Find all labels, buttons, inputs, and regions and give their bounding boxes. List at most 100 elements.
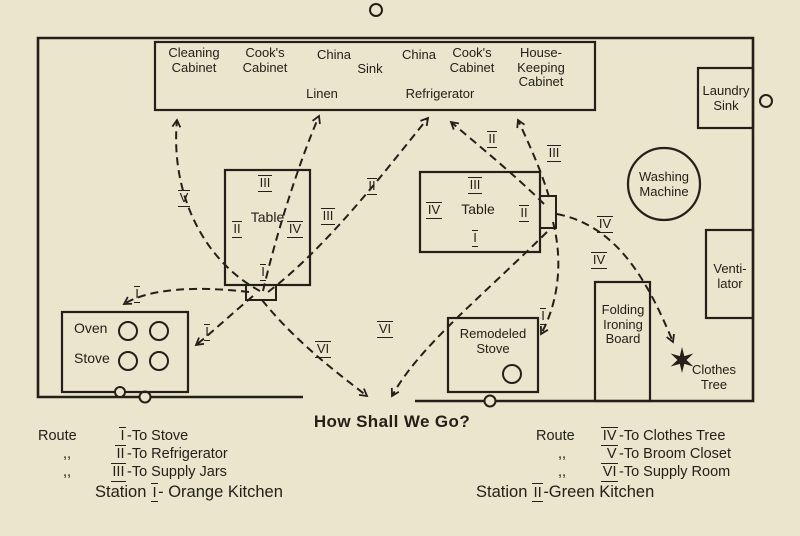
roman-numeral: IV: [287, 221, 303, 238]
station-2-label: Station II-Green Kitchen: [476, 483, 655, 503]
burner-circle: [118, 321, 138, 341]
route-marker-v: V: [174, 190, 194, 207]
legend-text: -To Supply Jars: [127, 464, 227, 480]
oven-label: Oven: [74, 320, 108, 336]
roman-numeral: III: [110, 463, 126, 482]
cleaning-cabinet-label: Cleaning Cabinet: [168, 45, 220, 75]
page-title: How Shall We Go?: [313, 412, 471, 431]
roman-numeral: IV: [591, 252, 607, 269]
cabinet-band-outline: [153, 40, 597, 112]
table-left-numeral-top: III: [252, 175, 278, 192]
legend-text: -To Broom Closet: [619, 446, 732, 462]
page-mark-circle: [759, 94, 773, 108]
route-path-iii-left: [262, 114, 321, 292]
table-right-numeral-top: III: [462, 177, 488, 194]
legend-numeral-col: II: [96, 445, 126, 464]
roman-numeral: II: [486, 131, 498, 148]
route-marker-iv-upper: IV: [594, 216, 616, 233]
remodeled-stove-outline: [446, 316, 540, 394]
legend-prefix: Route: [536, 428, 575, 444]
roman-numeral: III: [321, 208, 335, 225]
door-knob-circle: [483, 394, 497, 408]
route-marker-ii-center: II: [362, 178, 382, 195]
roman-numeral: VI: [601, 463, 618, 482]
route-path-i-stove-top: [122, 287, 250, 305]
table-right-numeral-right: II: [514, 205, 534, 222]
outer-walls: [36, 36, 755, 403]
legend-prefix: Route: [38, 428, 77, 444]
station-text: - Orange Kitchen: [158, 483, 283, 501]
station-prefix: Station: [476, 483, 528, 501]
legend-prefix: ,,: [62, 464, 72, 480]
legend-prefix: ,,: [62, 446, 72, 462]
legend-right-row-2: ,, V-To Broom Closet: [536, 445, 731, 464]
route-marker-vi-right: VI: [374, 321, 396, 338]
roman-numeral: I: [471, 230, 479, 247]
roman-numeral: IV: [426, 202, 442, 219]
roman-numeral: II: [366, 178, 378, 195]
ironing-board-label: Folding Ironing Board: [601, 302, 645, 347]
roman-numeral: II: [231, 221, 243, 238]
legend-right-row-3: ,, VI-To Supply Room: [536, 463, 730, 482]
cooks-cabinet-left-label: Cook's Cabinet: [242, 45, 288, 75]
roman-numeral: I: [150, 483, 159, 503]
door-knob-circle: [138, 390, 152, 404]
roman-numeral: II: [518, 205, 530, 222]
roman-numeral: I: [133, 286, 141, 303]
roman-numeral: III: [258, 175, 272, 192]
legend-text: -To Stove: [127, 428, 189, 444]
legend-numeral-col: VI: [588, 463, 618, 482]
route-path-vi-left: [261, 299, 369, 398]
roman-numeral: IV: [597, 216, 613, 233]
table-right-label: Table: [461, 201, 495, 217]
legend-numeral-col: IV: [588, 427, 618, 446]
route-path-iii-right: [516, 118, 550, 198]
table-left-label: Table: [250, 209, 285, 225]
route-marker-iii-right: III: [542, 145, 566, 162]
route-path-vi-right: [390, 231, 548, 398]
china-label: China: [402, 47, 436, 62]
roman-numeral: V: [605, 445, 618, 464]
legend-numeral-col: III: [96, 463, 126, 482]
legend-text: -To Supply Room: [619, 464, 731, 480]
station-text: -Green Kitchen: [543, 483, 655, 501]
burner-circle: [149, 321, 169, 341]
clothes-tree-label: Clothes Tree: [691, 362, 737, 392]
roman-numeral: II: [531, 483, 544, 503]
roman-numeral: IV: [601, 427, 618, 446]
legend-numeral-col: V: [588, 445, 618, 464]
legend-numeral-col: I: [96, 427, 126, 446]
route-path-ii-right: [449, 120, 545, 205]
roman-numeral: VI: [377, 321, 393, 338]
ventilator-label: Venti- lator: [713, 261, 747, 291]
station-1-label: Station I- Orange Kitchen: [95, 483, 283, 503]
burner-circle: [149, 351, 169, 371]
laundry-sink-label: Laundry Sink: [702, 83, 750, 113]
laundry-sink-outline: [696, 66, 755, 130]
legend-prefix: ,,: [557, 446, 567, 462]
legend-left-row-3: ,, III-To Supply Jars: [38, 463, 227, 482]
legend-left-row-1: Route I-To Stove: [38, 427, 188, 446]
route-path-v: [171, 118, 261, 292]
roman-numeral: I: [539, 308, 547, 325]
linen-label: Linen: [306, 86, 338, 101]
refrigerator-label: Refrigerator: [405, 86, 475, 101]
table-right-numeral-bottom: I: [468, 230, 482, 247]
stove-label: Stove: [74, 350, 110, 366]
roman-numeral: III: [468, 177, 482, 194]
china-sink-sink-label: Sink: [357, 61, 383, 76]
ventilator-outline: [704, 228, 755, 320]
legend-prefix: ,,: [557, 464, 567, 480]
legend-text: -To Refrigerator: [127, 446, 228, 462]
route-marker-iii-left: III: [316, 208, 340, 225]
station-prefix: Station: [95, 483, 147, 501]
route-path-iv: [556, 213, 675, 344]
table-left-numeral-right: IV: [284, 221, 306, 238]
china-sink-china-label: China: [317, 47, 351, 62]
roman-numeral: III: [547, 145, 561, 162]
remodeled-stove-label: Remodeled Stove: [459, 326, 527, 356]
roman-numeral: V: [178, 190, 190, 207]
roman-numeral: I: [203, 324, 211, 341]
